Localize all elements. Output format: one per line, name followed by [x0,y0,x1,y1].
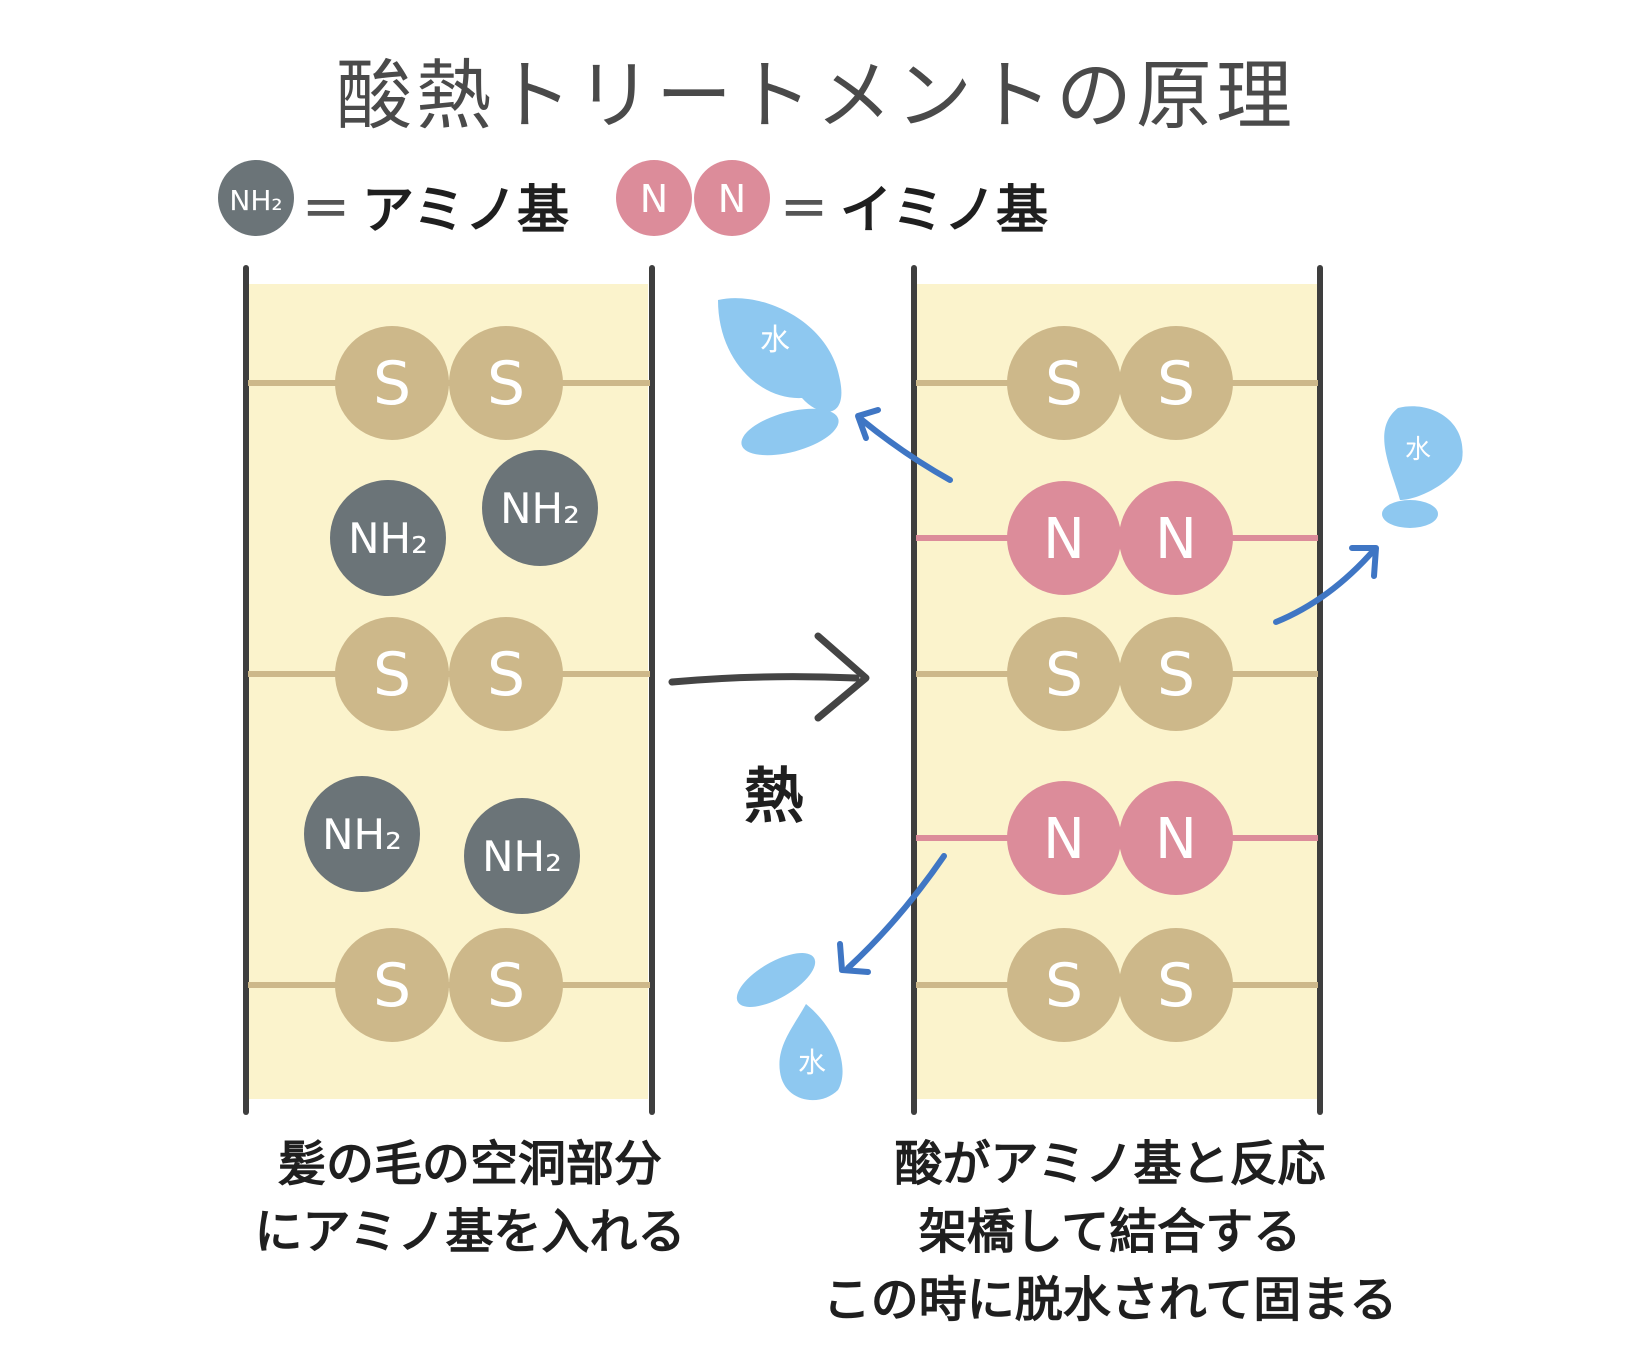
right-caption: 酸がアミノ基と反応 架橋して結合する この時に脱水されて固まる [770,1130,1450,1334]
water-drop-icon [718,298,842,412]
left-caption-line-1: 髪の毛の空洞部分 [277,1136,662,1192]
legend-imino-symbol-2: N [718,177,746,221]
water-release-top-left: 水 [718,298,953,483]
sulfur-atom-label: S [1045,951,1083,1021]
sulfur-atom-label: S [1045,349,1083,419]
nitrogen-atom-label: N [1043,807,1085,872]
sulfur-atom-label: S [373,640,411,710]
nitrogen-atom-label: N [1155,507,1197,572]
sulfur-atom-label: S [487,349,525,419]
water-release-right: 水 [1273,406,1463,625]
left-caption-line-2: にアミノ基を入れる [254,1204,686,1260]
heat-label: 熱 [744,762,804,832]
sulfur-atom-label: S [1157,951,1195,1021]
amino-label: NH₂ [322,810,402,859]
water-splash-icon [741,408,839,456]
imino-crosslink: N N [916,781,1318,895]
amino-group: NH₂ [482,450,598,566]
legend-imino-label: イミノ基 [840,181,1049,241]
sulfur-atom-label: S [1045,640,1083,710]
nitrogen-atom-label: N [1155,807,1197,872]
left-fiber: S S S S S S NH₂ NH₂ NH₂ [243,265,655,1115]
disulfide-bond: S S [916,617,1318,731]
water-label: 水 [760,323,790,358]
right-caption-line-3: この時に脱水されて固まる [822,1272,1398,1328]
nitrogen-atom-label: N [1043,507,1085,572]
arrow-icon [845,853,947,971]
disulfide-bond: S S [248,326,650,440]
disulfide-bond: S S [916,326,1318,440]
sulfur-atom-label: S [487,640,525,710]
water-drop-icon [779,1004,843,1101]
legend-amino-label: アミノ基 [362,181,569,241]
water-release-bottom-left: 水 [736,853,947,1101]
legend-amino-icon: NH₂ [218,160,294,236]
arrow-icon [859,417,953,483]
water-splash-icon [1382,500,1438,528]
amino-group: NH₂ [304,776,420,892]
amino-label: NH₂ [348,514,428,563]
legend-imino-icon: N N [616,160,770,236]
sulfur-atom-label: S [373,951,411,1021]
amino-group: NH₂ [330,480,446,596]
amino-label: NH₂ [500,484,580,533]
water-drop-icon [1384,406,1463,500]
amino-group: NH₂ [464,798,580,914]
disulfide-bond: S S [916,928,1318,1042]
left-caption: 髪の毛の空洞部分 にアミノ基を入れる [200,1130,740,1266]
sulfur-atom-label: S [487,951,525,1021]
legend-amino-symbol: NH₂ [229,184,282,217]
page-title: 酸熱トリートメントの原理 [336,51,1296,140]
left-fiber-background [246,284,648,1099]
right-fiber: S S N N S S N N S S [911,265,1323,1115]
disulfide-bond: S S [248,928,650,1042]
arrow-icon [1273,547,1377,625]
legend-equals-amino: ＝ [302,182,351,238]
legend-equals-imino: ＝ [780,182,829,238]
sulfur-atom-label: S [1157,349,1195,419]
sulfur-atom-label: S [1157,640,1195,710]
sulfur-atom-label: S [373,349,411,419]
legend-imino-symbol-1: N [640,177,668,221]
disulfide-bond: S S [248,617,650,731]
right-caption-line-1: 酸がアミノ基と反応 [894,1136,1326,1192]
water-splash-icon [736,953,816,1007]
right-caption-line-2: 架橋して結合する [918,1204,1302,1260]
water-label: 水 [798,1046,826,1079]
reaction-arrow-icon [668,632,870,722]
amino-label: NH₂ [482,832,562,881]
water-label: 水 [1405,435,1431,465]
imino-crosslink: N N [916,481,1318,595]
